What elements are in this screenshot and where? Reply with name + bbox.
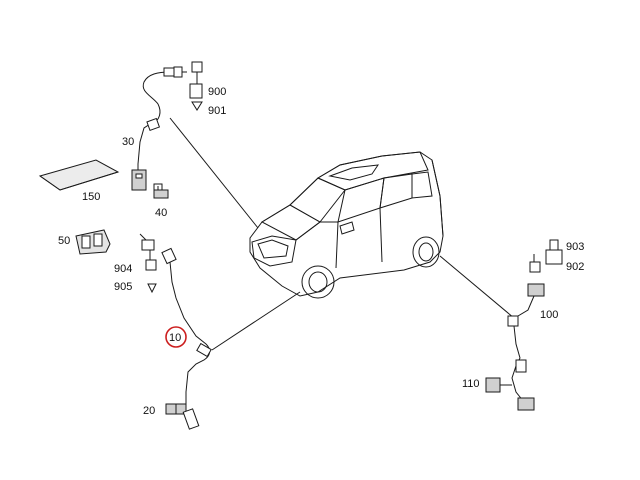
label-901: 901: [208, 105, 226, 117]
label-100: 100: [540, 309, 558, 321]
bolt-40: [153, 183, 169, 199]
label-50: 50: [58, 235, 70, 247]
connector-903-902: [529, 239, 563, 273]
lower-sensor-cable-10: [161, 247, 212, 430]
label-10: 10: [169, 332, 181, 344]
plate-150: [38, 159, 120, 191]
label-905: 905: [114, 281, 132, 293]
label-20: 20: [143, 405, 155, 417]
part-labels: 900 901 30 150 40 50 904 905 10 20 903 9…: [58, 86, 584, 417]
label-902: 902: [566, 261, 584, 273]
connector-904-905: [139, 233, 157, 294]
upper-sensor-cable: [131, 66, 187, 191]
highlight-circle: [165, 326, 187, 348]
car-illustration: [249, 151, 444, 299]
connector-900-901: [189, 61, 203, 111]
label-903: 903: [566, 241, 584, 253]
leader-lines: [169, 117, 515, 351]
label-900: 900: [208, 86, 226, 98]
bolt-110: [485, 377, 512, 393]
label-904: 904: [114, 263, 132, 275]
label-40: 40: [155, 207, 167, 219]
right-sensor-cable-100: [507, 283, 545, 411]
label-110: 110: [462, 378, 480, 390]
clip-50: [75, 229, 111, 255]
label-30: 30: [122, 136, 134, 148]
label-150: 150: [82, 191, 100, 203]
